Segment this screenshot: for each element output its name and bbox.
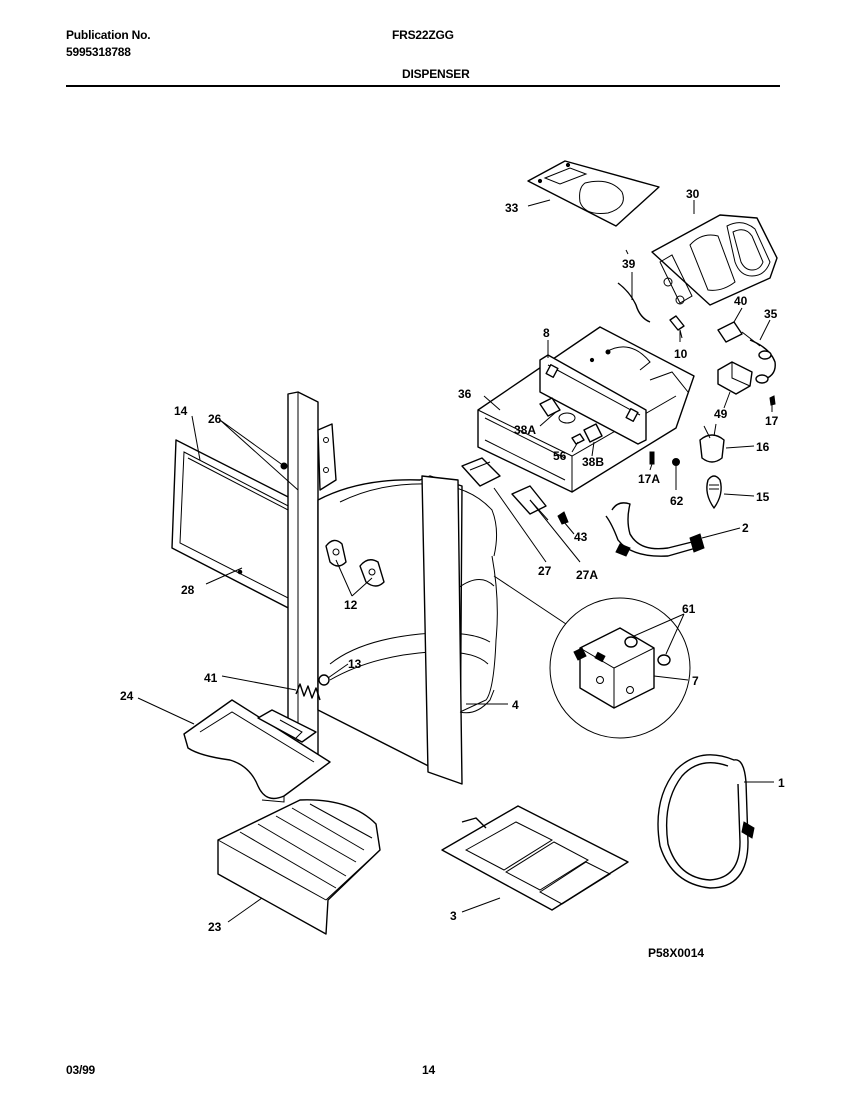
- callout-61: 61: [682, 602, 696, 616]
- callout-17: 17: [765, 414, 779, 428]
- leader-lines: [137, 199, 774, 923]
- part-17a-screw: [649, 451, 655, 465]
- publication-number: 5995318788: [66, 45, 131, 59]
- callout-62: 62: [670, 494, 684, 508]
- part-15-light-bulb: [706, 475, 722, 509]
- part-38a-switch: [539, 397, 576, 424]
- callout-2: 2: [742, 521, 749, 535]
- callout-12: 12: [344, 598, 358, 612]
- part-23-drip-tray: [217, 799, 381, 935]
- part-1-tubing-loop: [657, 754, 755, 889]
- callout-28: 28: [181, 583, 195, 597]
- part-38b-switch: [583, 423, 603, 443]
- part-14-panel: [187, 457, 293, 513]
- callout-26: 26: [208, 412, 222, 426]
- callout-33: 33: [505, 201, 519, 215]
- part-4-cavity-body: [317, 475, 498, 785]
- callout-23: 23: [208, 920, 222, 934]
- callout-38b: 38B: [582, 455, 604, 469]
- part-10-screw: [669, 315, 685, 339]
- rail-hinge-bracket: [317, 423, 337, 491]
- header-rule: [66, 85, 780, 87]
- callout-27a: 27A: [576, 568, 598, 582]
- part-33-cover-plate: [527, 160, 660, 227]
- part-17-screw: [769, 395, 776, 406]
- part-30-chute-housing: [651, 214, 778, 306]
- part-40-solenoid: [717, 321, 761, 347]
- callout-labels: 33 30 39 40 35 8 10 36 49 17 14 26 38A 5…: [120, 187, 785, 934]
- callout-14: 14: [174, 404, 188, 418]
- page-number: 14: [422, 1063, 435, 1077]
- part-49-connector: [717, 361, 753, 395]
- callout-4: 4: [512, 698, 519, 712]
- callout-38a: 38A: [514, 423, 536, 437]
- detail-circle-switch: [549, 597, 691, 739]
- part-39-actuator-arm: [617, 249, 651, 323]
- section-title: DISPENSER: [402, 67, 470, 81]
- part-13-pin: [318, 674, 330, 686]
- diagram-code: P58X0014: [648, 946, 705, 960]
- model-number: FRS22ZGG: [392, 28, 454, 42]
- part-62-screw: [672, 458, 680, 478]
- part-56-clip: [571, 433, 585, 445]
- part-2-wire-harness: [605, 502, 705, 557]
- footer-date: 03/99: [66, 1063, 96, 1077]
- left-rail: [287, 391, 319, 761]
- callout-27: 27: [538, 564, 552, 578]
- callout-30: 30: [686, 187, 700, 201]
- callout-3: 3: [450, 909, 457, 923]
- callout-39: 39: [622, 257, 636, 271]
- callout-41: 41: [204, 671, 218, 685]
- callout-16: 16: [756, 440, 770, 454]
- publication-label: Publication No.: [66, 28, 151, 42]
- callout-8: 8: [543, 326, 550, 340]
- callout-1: 1: [778, 776, 785, 790]
- callout-15: 15: [756, 490, 770, 504]
- callout-40: 40: [734, 294, 748, 308]
- part-35-wire-harness: [749, 339, 776, 384]
- part-16-light-socket: [699, 423, 725, 463]
- part-24-actuator-paddle: [183, 699, 331, 803]
- part-43-screw: [557, 511, 569, 525]
- callout-43: 43: [574, 530, 588, 544]
- callout-7: 7: [692, 674, 699, 688]
- callout-49: 49: [714, 407, 728, 421]
- callout-56: 56: [553, 449, 567, 463]
- part-12-clips: [325, 539, 385, 587]
- callout-24: 24: [120, 689, 134, 703]
- callout-17a: 17A: [638, 472, 660, 486]
- part-27-lever: [461, 457, 501, 487]
- callout-36: 36: [458, 387, 472, 401]
- callout-10: 10: [674, 347, 688, 361]
- callout-13: 13: [348, 657, 362, 671]
- callout-35: 35: [764, 307, 778, 321]
- part-3-heater-plate: [441, 805, 629, 911]
- part-41-spring: [295, 683, 321, 701]
